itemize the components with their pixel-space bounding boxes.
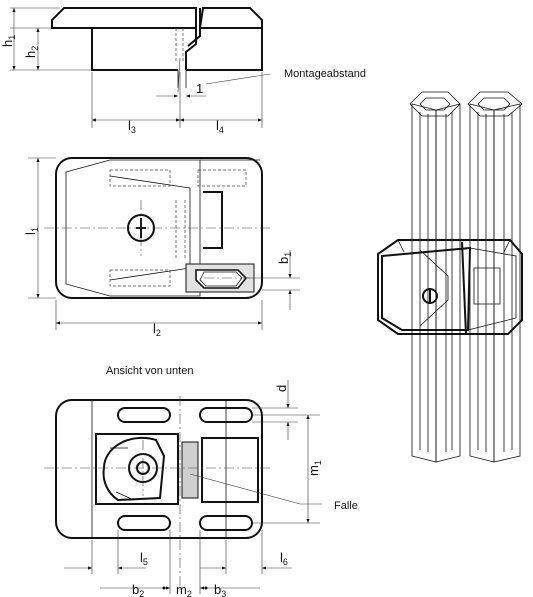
- bottom-view-cam: [102, 436, 166, 502]
- bottom-view-falle: [181, 441, 199, 499]
- bottom-view-slot-top-left: [117, 407, 171, 423]
- dim-m1: m1: [252, 414, 323, 524]
- top-view: [44, 157, 270, 299]
- bottom-view-outline: [55, 399, 263, 539]
- label-l3: l3: [128, 118, 136, 135]
- lock-latch-window: [473, 267, 501, 305]
- bottom-view-lock-housing: [95, 433, 179, 505]
- lock-front-face: [381, 246, 472, 331]
- dim-montageabstand: 1 Montageabstand: [156, 68, 366, 98]
- side-view-hidden-lines: [175, 28, 184, 62]
- dim-b2-m2-b3: b2 m2 b3: [100, 530, 260, 597]
- lock-key-cylinder: [422, 288, 438, 304]
- label-b3: b3: [214, 582, 226, 597]
- side-view-cap-right: [198, 7, 263, 29]
- top-view-hidden-slots: [109, 169, 247, 287]
- profile-top-right: [467, 91, 523, 117]
- side-view-body: [91, 28, 263, 71]
- bottom-view-right-block: [201, 437, 259, 503]
- top-view-latch: [195, 269, 248, 289]
- dim-l1: l1: [23, 157, 56, 299]
- label-one: 1: [196, 81, 203, 96]
- label-h2: h2: [23, 46, 40, 58]
- dim-b1: b1: [246, 250, 300, 310]
- label-l1: l1: [23, 227, 40, 235]
- label-l2: l2: [153, 321, 161, 338]
- label-m2: m2: [176, 582, 192, 597]
- dim-h2: h2: [23, 28, 40, 70]
- label-b2: b2: [132, 582, 144, 597]
- label-l6: l6: [280, 550, 288, 567]
- lock-body: [377, 239, 523, 335]
- label-b1: b1: [276, 252, 293, 264]
- isometric-view: [377, 91, 523, 463]
- label-l4: l4: [216, 118, 224, 135]
- dim-l6: l6: [200, 530, 292, 574]
- bottom-view-slot-bottom-left: [117, 515, 171, 531]
- side-view-gap-lines: [177, 70, 187, 88]
- side-view-extension-lines: [10, 7, 92, 71]
- label-l5: l5: [140, 550, 148, 567]
- profile-left-column: [411, 103, 437, 463]
- label-montageabstand: Montageabstand: [284, 68, 366, 80]
- side-view-cap-left: [51, 7, 197, 29]
- dim-l2: l2: [55, 300, 263, 338]
- dim-h1: h1: [0, 7, 17, 70]
- dim-d: d: [252, 380, 298, 440]
- dim-l3-l4: l3 l4: [92, 118, 262, 135]
- label-h1: h1: [0, 35, 17, 47]
- side-view-latch: [185, 8, 201, 70]
- bottom-view: [44, 396, 270, 590]
- dim-l5: l5: [64, 530, 148, 574]
- label-m1: m1: [306, 460, 323, 476]
- top-view-inner: [65, 159, 201, 297]
- leader-falle: Falle: [189, 473, 358, 512]
- lock-strap: [461, 241, 467, 335]
- label-d: d: [274, 385, 289, 392]
- label-falle: Falle: [334, 500, 358, 512]
- side-view: [10, 7, 263, 128]
- profile-top-left: [409, 91, 461, 117]
- label-ansicht-von-unten: Ansicht von unten: [106, 365, 193, 377]
